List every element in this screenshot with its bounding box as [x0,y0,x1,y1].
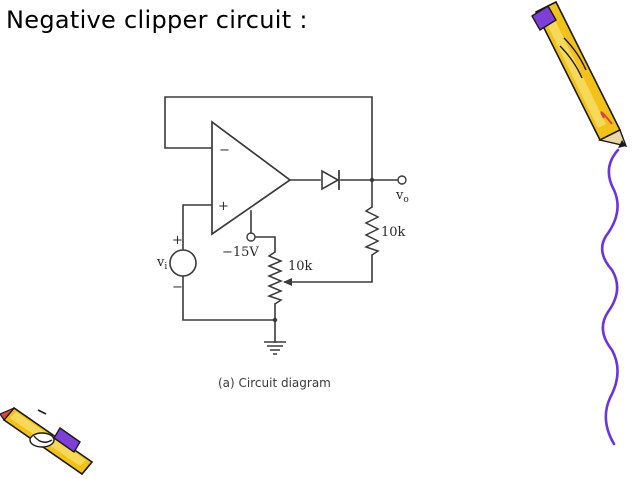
ground-icon [264,341,286,355]
potentiometer-symbol [266,251,283,305]
curly-bracket-icon [600,148,620,446]
supply-to-pot-wire [254,236,276,253]
input-wire [182,204,213,251]
output-label: vo [395,188,409,205]
source-plus-sign: + [172,233,183,248]
ground-junction-dot [272,317,278,323]
circuit-wires [164,96,399,343]
opamp-symbol [211,120,292,236]
output-junction-dot [369,177,375,183]
potentiometer-label: 10k [288,259,313,274]
pencil-icon [0,406,94,476]
pencil-icon [531,0,628,148]
diagram-caption: (a) Circuit diagram [218,376,331,390]
slide-title: Negative clipper circuit : [6,6,308,34]
opamp-minus-sign: − [219,143,230,158]
feedback-wire [164,96,373,181]
supply-terminal [246,232,256,242]
potentiometer-wiper-arrow [283,278,292,286]
input-source-symbol [169,249,197,277]
supply-label: −15V [222,245,259,260]
diode-symbol [321,169,340,191]
ground-rail [182,275,276,321]
resistor-symbol [364,206,380,256]
resistor-bottom-wire [284,254,373,283]
opamp-plus-sign: + [218,199,229,214]
source-minus-sign: − [172,280,183,295]
input-label: vi [156,255,167,272]
resistor-label: 10k [381,225,406,240]
output-terminal [397,175,407,185]
